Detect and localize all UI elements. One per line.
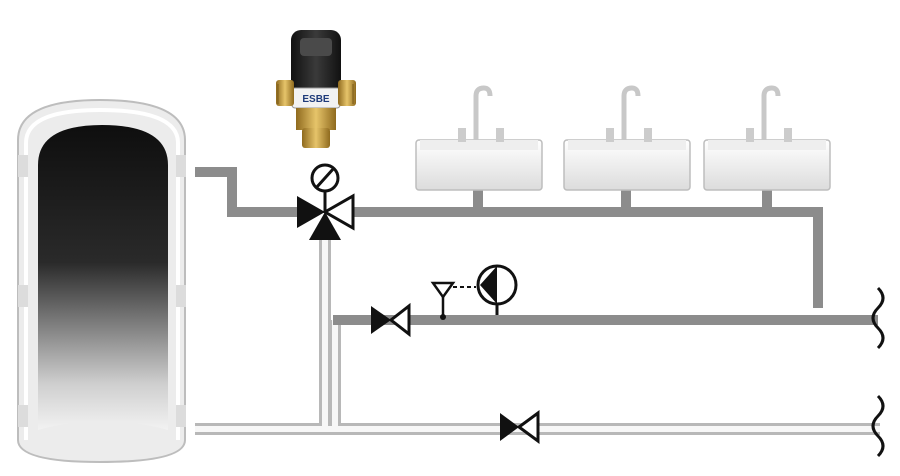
thermostat-dial-icon [310,163,340,212]
mixing-valve-product-image: ESBE [276,30,356,148]
tank-outlet-pipe [195,167,300,217]
hot-supply-pipe [352,207,823,308]
sink-row [415,85,831,191]
storage-tank-icon [17,98,186,464]
non-return-valve-icon [371,302,411,338]
hot-pipes [195,167,878,325]
pipe-break-icon [871,286,885,350]
cold-pipes [195,235,880,435]
circulation-pump-icon [476,264,518,315]
strainer-icon [430,281,476,320]
sink-icon [415,85,543,191]
shutoff-valve-icon [500,410,540,444]
valve-brand-label: ESBE [302,94,330,105]
pipe-break-icon [871,394,885,458]
sink-icon [563,85,691,191]
sink-icon [703,85,831,191]
three-way-mixing-valve-icon [297,193,355,240]
